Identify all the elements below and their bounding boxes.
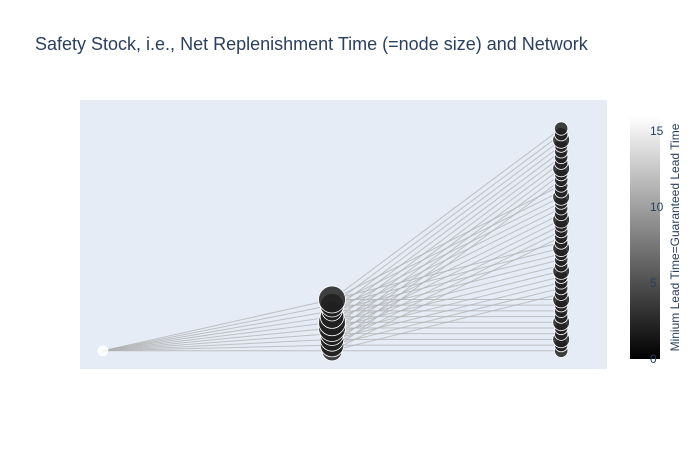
edge-mid-to-leaf-31 bbox=[331, 173, 562, 346]
node-mid-9[interactable] bbox=[318, 285, 346, 314]
edge-mid-to-leaf-12 bbox=[331, 281, 562, 340]
edge-mid-to-leaf-35 bbox=[331, 150, 562, 323]
edge-root-to-mid-1 bbox=[102, 344, 333, 352]
edge-root-to-mid-9 bbox=[102, 298, 333, 352]
edge-mid-to-leaf-38 bbox=[331, 133, 562, 306]
edge-root-to-mid-6 bbox=[102, 316, 333, 352]
edge-mid-to-leaf-20 bbox=[331, 236, 562, 352]
edge-mid-to-leaf-22 bbox=[331, 224, 562, 340]
edge-mid-to-leaf-21 bbox=[331, 230, 562, 346]
edge-mid-to-leaf-37 bbox=[331, 139, 562, 312]
edge-root-to-mid-8 bbox=[102, 304, 333, 352]
edge-mid-to-leaf-14 bbox=[331, 270, 562, 329]
colorbar-tick-label: 0 bbox=[650, 352, 657, 366]
edge-root-to-mid-4 bbox=[102, 327, 333, 352]
edge-mid-to-leaf-39 bbox=[331, 128, 562, 300]
colorbar-tick-label: 10 bbox=[650, 200, 664, 214]
colorbar: 0 5 10 15 Minium Lead Time=Guaranteed Lead … bbox=[630, 116, 682, 366]
edge-root-to-mid-5 bbox=[102, 321, 333, 352]
colorbar-gradient bbox=[630, 116, 660, 359]
nodes-layer bbox=[97, 121, 570, 362]
edges-layer bbox=[102, 128, 562, 352]
edge-mid-to-leaf-13 bbox=[331, 276, 562, 335]
edge-mid-to-leaf-23 bbox=[331, 219, 562, 335]
edge-mid-to-leaf-34 bbox=[331, 156, 562, 329]
colorbar-tick-label: 15 bbox=[650, 124, 664, 138]
colorbar-title: Minium Lead Time=Guaranteed Lead Time bbox=[668, 123, 682, 351]
colorbar-tick-label: 5 bbox=[650, 276, 657, 290]
node-leaf-39[interactable] bbox=[554, 121, 569, 136]
edge-root-to-mid-7 bbox=[102, 310, 333, 352]
colorbar-ticks: 0 5 10 15 bbox=[650, 124, 664, 366]
edge-mid-to-leaf-30 bbox=[331, 179, 562, 352]
edge-mid-to-leaf-24 bbox=[331, 213, 562, 329]
edge-mid-to-leaf-33 bbox=[331, 162, 562, 335]
node-root-0[interactable] bbox=[97, 345, 109, 357]
edge-root-to-mid-2 bbox=[102, 338, 333, 352]
chart-title: Safety Stock, i.e., Net Replenishment Ti… bbox=[35, 34, 589, 54]
edge-root-to-mid-3 bbox=[102, 333, 333, 352]
edge-mid-to-leaf-11 bbox=[331, 287, 562, 346]
edge-mid-to-leaf-36 bbox=[331, 145, 562, 317]
edge-mid-to-leaf-32 bbox=[331, 167, 562, 340]
edge-mid-to-leaf-10 bbox=[331, 293, 562, 352]
